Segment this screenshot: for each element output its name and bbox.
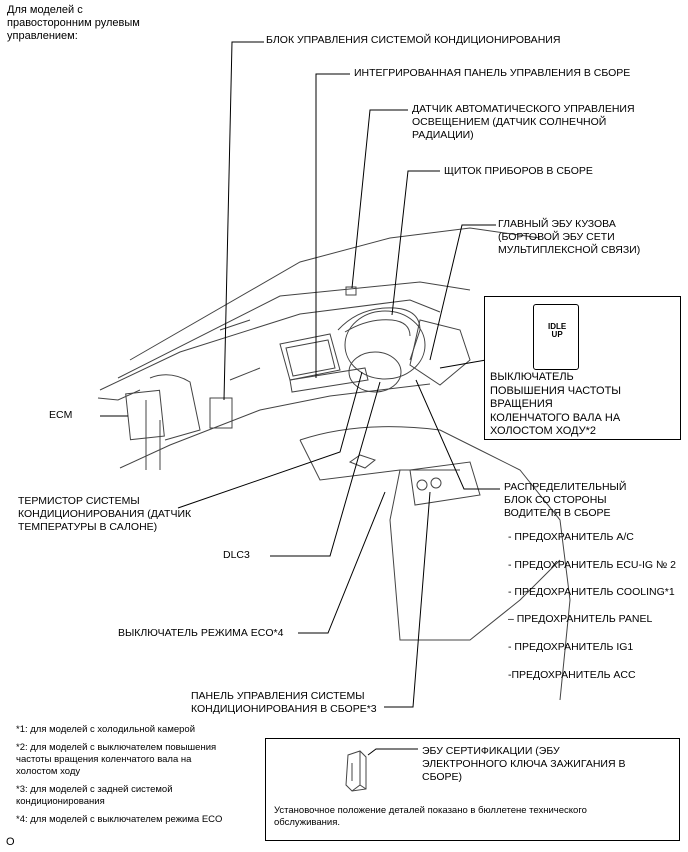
label-junction-block: РАСПРЕДЕЛИТЕЛЬНЫЙ БЛОК СО СТОРОНЫ ВОДИТЕ… bbox=[504, 481, 627, 519]
install-note: Установочное положение деталей показано … bbox=[274, 805, 587, 828]
label-ecm: ECM bbox=[49, 409, 73, 421]
footnote: *1: для моделей с холодильной камерой bbox=[16, 724, 196, 735]
certification-ecu-leader bbox=[367, 748, 418, 756]
fuse-item: - ПРЕДОХРАНИТЕЛЬ COOLING*1 bbox=[508, 586, 675, 598]
certification-ecu-box: ЭБУ СЕРТИФИКАЦИИ (ЭБУ ЭЛЕКТРОННОГО КЛЮЧА… bbox=[265, 738, 680, 841]
idle-up-icon: IDLE UP bbox=[548, 322, 567, 339]
label-integrated-panel: ИНТЕГРИРОВАННАЯ ПАНЕЛЬ УПРАВЛЕНИЯ В СБОР… bbox=[354, 67, 631, 79]
page-heading: Для моделей с правосторонним рулевым упр… bbox=[7, 4, 140, 42]
footnote: *3: для моделей с задней системой кондиц… bbox=[16, 784, 173, 807]
idle-switch-inset: IDLE UP ВЫКЛЮЧАТЕЛЬ ПОВЫШЕНИЯ ЧАСТОТЫ ВР… bbox=[484, 296, 681, 440]
footnote: *2: для моделей с выключателем повышения… bbox=[16, 742, 217, 777]
page-mark: O bbox=[6, 836, 15, 848]
label-rear-ac-panel: ПАНЕЛЬ УПРАВЛЕНИЯ СИСТЕМЫ КОНДИЦИОНИРОВА… bbox=[191, 690, 377, 715]
label-light-sensor: ДАТЧИК АВТОМАТИЧЕСКОГО УПРАВЛЕНИЯ ОСВЕЩЕ… bbox=[412, 103, 635, 141]
label-ac-control-unit: БЛОК УПРАВЛЕНИЯ СИСТЕМОЙ КОНДИЦИОНИРОВАН… bbox=[266, 34, 561, 46]
label-instrument-panel: ЩИТОК ПРИБОРОВ В СБОРЕ bbox=[444, 165, 593, 177]
fuse-item: - ПРЕДОХРАНИТЕЛЬ ECU-IG № 2 bbox=[508, 559, 677, 571]
fuse-item: – ПРЕДОХРАНИТЕЛЬ PANEL bbox=[508, 613, 653, 625]
label-dlc3: DLC3 bbox=[223, 549, 250, 561]
label-idle-switch: ВЫКЛЮЧАТЕЛЬ ПОВЫШЕНИЯ ЧАСТОТЫ ВРАЩЕНИЯ К… bbox=[490, 371, 622, 437]
label-thermistor: ТЕРМИСТОР СИСТЕМЫ КОНДИЦИОНИРОВАНИЯ (ДАТ… bbox=[18, 495, 192, 533]
label-certification-ecu: ЭБУ СЕРТИФИКАЦИИ (ЭБУ ЭЛЕКТРОННОГО КЛЮЧА… bbox=[422, 745, 626, 783]
fuse-item: -ПРЕДОХРАНИТЕЛЬ ACC bbox=[508, 669, 636, 681]
footnote: *4: для моделей с выключателем режима EC… bbox=[16, 814, 223, 825]
idle-up-button-illustration: IDLE UP bbox=[533, 304, 579, 370]
label-eco-switch: ВЫКЛЮЧАТЕЛЬ РЕЖИМА ECO*4 bbox=[118, 627, 284, 639]
fuse-item: - ПРЕДОХРАНИТЕЛЬ IG1 bbox=[508, 641, 634, 653]
label-main-body-ecu: ГЛАВНЫЙ ЭБУ КУЗОВА (БОРТОВОЙ ЭБУ СЕТИ МУ… bbox=[498, 218, 641, 256]
fuse-item: - ПРЕДОХРАНИТЕЛЬ A/C bbox=[508, 531, 634, 543]
certification-ecu-icon bbox=[345, 750, 367, 792]
